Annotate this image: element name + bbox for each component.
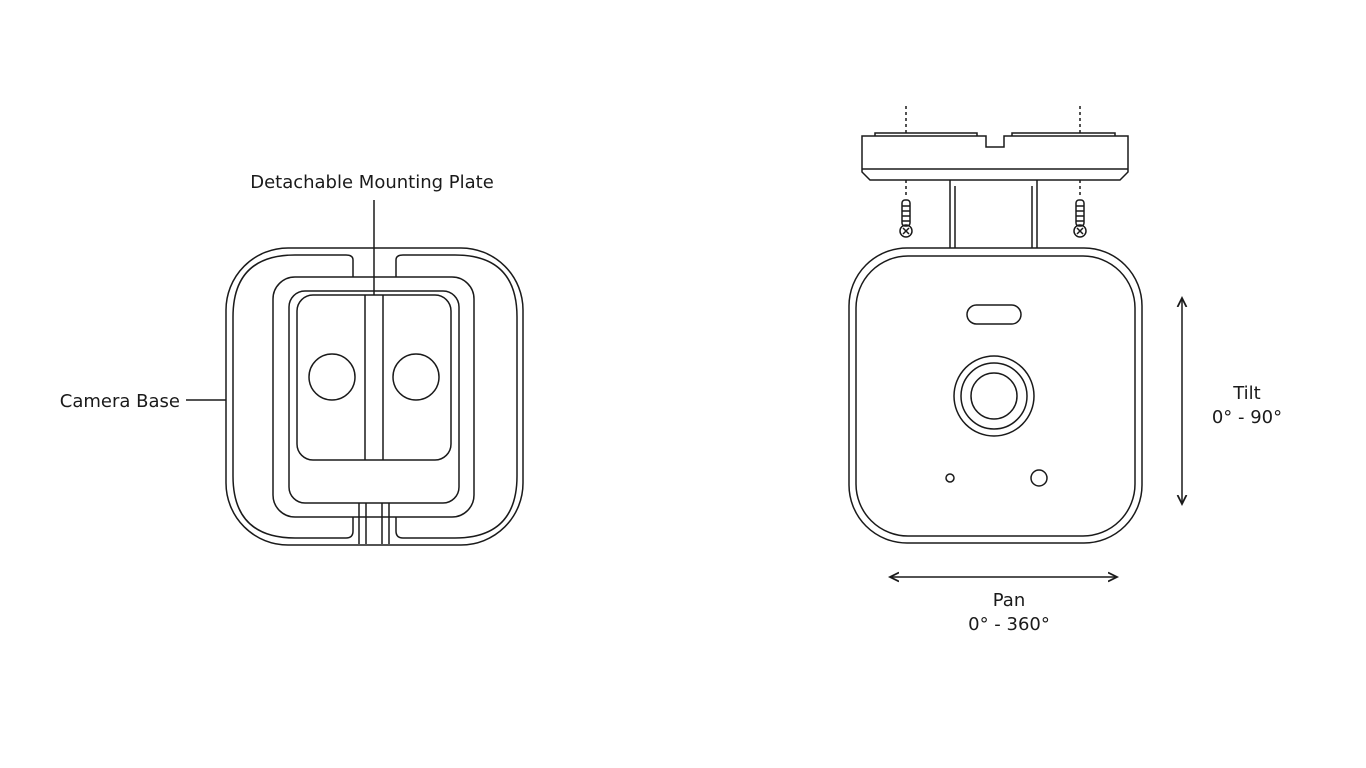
screw-icon [1073, 199, 1087, 238]
camera-base-front-view [186, 200, 524, 546]
mounting-plate-label: Detachable Mounting Plate [250, 172, 494, 193]
tilt-range: 0° - 90° [1212, 407, 1282, 428]
pan-label: Pan [993, 590, 1025, 611]
camera-with-wall-mount [848, 106, 1182, 577]
pan-range: 0° - 360° [968, 614, 1050, 635]
screw-icon [899, 199, 913, 238]
camera-base-label: Camera Base [60, 391, 180, 412]
tilt-label: Tilt [1232, 383, 1261, 404]
